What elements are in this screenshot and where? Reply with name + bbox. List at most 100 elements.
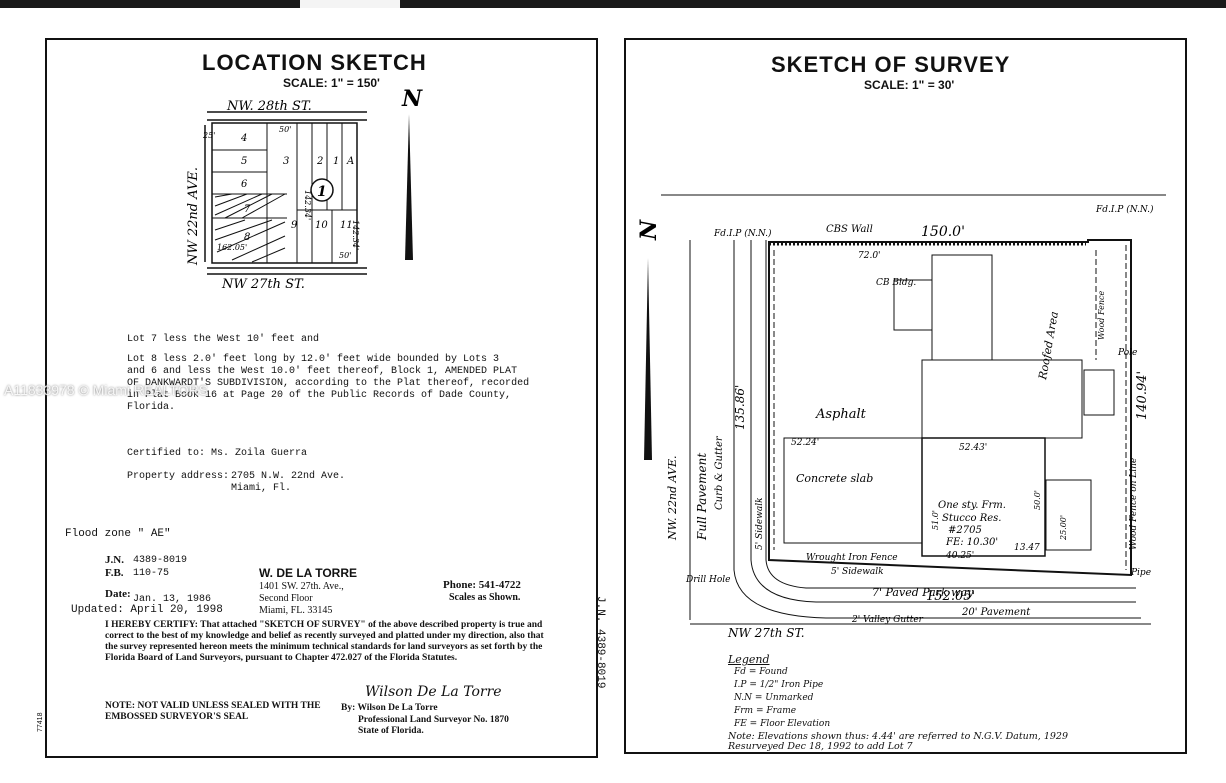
- legend-title: Legend: [728, 653, 770, 666]
- license-number: Professional Land Surveyor No. 1870: [358, 715, 509, 725]
- date-value: Jan. 13, 1986: [133, 594, 212, 605]
- svg-text:5' Sidewalk: 5' Sidewalk: [755, 497, 765, 550]
- svg-text:72.0': 72.0': [858, 251, 881, 261]
- svg-text:Curb & Gutter: Curb & Gutter: [714, 435, 725, 510]
- vertical-job-number: J.N. 4389-8019: [594, 596, 606, 689]
- certified-to: Certified to: Ms. Zoila Guerra: [127, 448, 308, 459]
- svg-text:Asphalt: Asphalt: [815, 407, 867, 422]
- location-sketch-title: LOCATION SKETCH: [202, 50, 427, 75]
- flood-zone: Flood zone " AE": [65, 528, 171, 540]
- legal-description-line-4: OF DANKWARDT'S SUBDIVISION, according to…: [127, 378, 530, 389]
- svg-text:1: 1: [333, 156, 339, 167]
- svg-text:50.0': 50.0': [1033, 490, 1042, 510]
- svg-text:25.00': 25.00': [1059, 515, 1068, 541]
- resurvey-note: Resurveyed Dec 18, 1992 to add Lot 7: [728, 741, 913, 752]
- seal-note: NOTE: NOT VALID UNLESS SEALED WITH THE E…: [105, 701, 321, 722]
- svg-text:52.24': 52.24': [791, 438, 819, 448]
- svg-text:142.34': 142.34': [303, 190, 312, 220]
- fb-value: 110-75: [133, 568, 170, 579]
- scales-note: Scales as Shown.: [449, 592, 521, 603]
- survey-drawing: N 150.0' 152.05' 140.94' 135.86': [636, 194, 1166, 640]
- svg-text:Wood Fence: Wood Fence: [1097, 291, 1106, 340]
- svg-text:CBS Wall: CBS Wall: [826, 224, 873, 235]
- margin-code: 77418: [37, 712, 44, 732]
- legend-item: N.N = Unmarked: [734, 693, 814, 703]
- certification-statement: I HEREBY CERTIFY: That attached "SKETCH …: [105, 620, 544, 663]
- svg-text:50': 50': [279, 125, 291, 134]
- svg-text:3: 3: [283, 156, 289, 167]
- signed-by: By: Wilson De La Torre: [341, 703, 438, 713]
- svg-text:52.43': 52.43': [959, 443, 987, 453]
- property-address-label: Property address:: [127, 471, 230, 482]
- svg-text:Roofed Area: Roofed Area: [1036, 310, 1061, 381]
- svg-text:9: 9: [291, 220, 298, 231]
- svg-text:152.05': 152.05': [926, 589, 975, 604]
- svg-text:40.25': 40.25': [945, 551, 974, 561]
- svg-text:51.0': 51.0': [931, 510, 940, 530]
- svg-text:5' Sidewalk: 5' Sidewalk: [831, 567, 884, 577]
- legal-description-line-6: Florida.: [127, 402, 176, 413]
- svg-text:20' Pavement: 20' Pavement: [961, 607, 1031, 618]
- street-nw-27th: NW 27th ST.: [221, 277, 305, 292]
- elevation-note: Note: Elevations shown thus: 4.44' are r…: [728, 731, 1069, 742]
- property-address-line-1: 2705 N.W. 22nd Ave.: [231, 471, 346, 482]
- surveyor-signature: Wilson De La Torre: [365, 684, 502, 700]
- state: State of Florida.: [358, 726, 424, 736]
- listing-watermark: A11833978 © Miami REALTORS: [4, 382, 209, 398]
- location-sketch-panel: LOCATION SKETCH SCALE: 1" = 150' N: [37, 38, 598, 758]
- svg-text:10: 10: [315, 220, 328, 231]
- svg-text:7' Paved Park way: 7' Paved Park way: [872, 586, 974, 599]
- north-arrow-icon: N: [636, 219, 662, 460]
- property-address-line-2: Miami, Fl.: [231, 483, 292, 494]
- legend-item: FE = Floor Elevation: [734, 719, 831, 729]
- surveyor-name: W. DE LA TORRE: [259, 566, 358, 580]
- svg-text:25': 25': [202, 131, 215, 140]
- svg-text:7: 7: [244, 204, 251, 215]
- svg-text:Pole: Pole: [1117, 348, 1137, 358]
- north-arrow-icon: N: [401, 86, 423, 260]
- svg-text:4: 4: [240, 133, 247, 144]
- svg-text:142.34': 142.34': [351, 220, 360, 250]
- svg-text:11: 11: [340, 220, 353, 231]
- updated-date: Updated: April 20, 1998: [71, 604, 223, 616]
- svg-text:8: 8: [244, 232, 250, 243]
- survey-street-nw-27th: NW 27th ST.: [727, 626, 805, 640]
- svg-text:2' Valley Gutter: 2' Valley Gutter: [851, 615, 924, 625]
- surveyor-address-1: 1401 SW. 27th. Ave.,: [259, 581, 344, 592]
- survey-scale: SCALE: 1" = 30': [864, 78, 955, 92]
- svg-text:Wood Fence on Line: Wood Fence on Line: [1129, 458, 1139, 550]
- surveyor-address-2: Second Floor: [259, 593, 313, 604]
- svg-text:N: N: [636, 219, 662, 241]
- street-nw-28th: NW. 28th ST.: [226, 99, 312, 114]
- location-sketch-map: N 1 4 5 6 7 8 3 2 1: [186, 86, 423, 292]
- svg-text:Pipe: Pipe: [1130, 568, 1151, 578]
- date-label: Date:: [105, 588, 131, 600]
- svg-text:Fd.I.P (N.N.): Fd.I.P (N.N.): [1095, 204, 1154, 215]
- legend-item: Fd = Found: [734, 667, 788, 677]
- surveyor-address-3: Miami, FL. 33145: [259, 605, 333, 616]
- scan-top-border: [0, 0, 1226, 8]
- svg-text:5: 5: [241, 156, 247, 167]
- legal-description-line-5: in Plat Book 16 at Page 20 of the Public…: [127, 390, 512, 401]
- street-nw-22nd-ave: NW 22nd AVE.: [186, 167, 201, 266]
- svg-text:140.94': 140.94': [1135, 371, 1150, 420]
- legal-description-line-2: Lot 8 less 2.0' feet long by 12.0' feet …: [127, 354, 500, 365]
- survey-street-nw-22nd-ave: NW. 22nd AVE.: [666, 456, 679, 542]
- svg-text:135.86': 135.86': [733, 385, 747, 430]
- jn-value: 4389-8019: [133, 555, 188, 566]
- svg-text:Drill Hole: Drill Hole: [685, 575, 731, 585]
- jn-label: J.N.: [105, 554, 124, 566]
- legend-item: Frm = Frame: [734, 706, 797, 716]
- legal-description-line-3: and 6 and less the West 10.0' feet there…: [127, 366, 518, 377]
- svg-text:#2705: #2705: [948, 525, 982, 536]
- svg-text:Concrete slab: Concrete slab: [796, 472, 873, 485]
- sketch-of-survey-panel: SKETCH OF SURVEY SCALE: 1" = 30' N: [624, 38, 1187, 754]
- svg-text:Full Pavement: Full Pavement: [695, 453, 709, 541]
- svg-text:FE: 10.30': FE: 10.30': [945, 537, 998, 548]
- svg-text:13.47: 13.47: [1014, 543, 1040, 553]
- surveyor-phone: Phone: 541-4722: [443, 579, 521, 591]
- legal-description-line-1: Lot 7 less the West 10' feet and: [127, 334, 320, 345]
- svg-text:Stucco Res.: Stucco Res.: [942, 513, 1001, 524]
- location-sketch-scale: SCALE: 1" = 150': [283, 76, 380, 90]
- svg-text:N: N: [401, 86, 423, 112]
